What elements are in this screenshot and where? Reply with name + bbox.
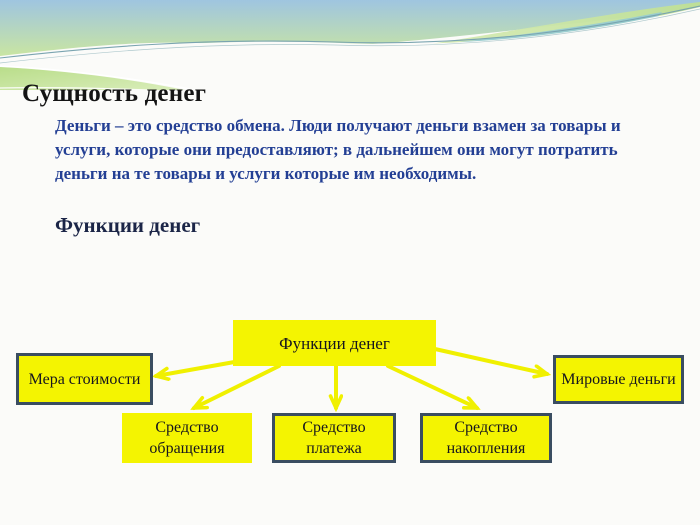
diagram-node-sredstvo-platezha-label: Средство платежа [302,419,366,457]
diagram-node-mirovye-dengi-label: Мировые деньги [561,371,676,388]
diagram-node-root: Функции денег [233,320,436,366]
intro-paragraph: Деньги – это средство обмена. Люди получ… [55,116,621,183]
diagram-node-mirovye-dengi: Мировые деньги [553,355,684,404]
arrow-to-sredstvo-obrashcheniya [194,364,281,410]
diagram-node-mera-stoimosti: Мера стоимости [16,353,153,405]
diagram-node-root-label: Функции денег [279,333,390,353]
subheading: Функции денег [55,213,201,237]
arrow-to-mirovye-dengi [433,347,547,374]
arrow-to-mera-stoimosti [156,359,242,376]
page-title: Сущность денег [22,80,207,107]
diagram-node-sredstvo-nakopleniya-label: Средство накопления [446,419,526,457]
diagram-node-mera-stoimosti-label: Мера стоимости [28,370,141,388]
arrow-to-sredstvo-nakopleniya [386,364,477,410]
diagram-node-sredstvo-platezha: Средство платежа [272,413,396,463]
header-wave-graphic [0,0,700,90]
diagram-node-sredstvo-nakopleniya: Средство накопления [420,413,552,463]
diagram-node-sredstvo-obrashcheniya: Средство обращения [122,413,252,463]
diagram-node-sredstvo-obrashcheniya-label: Средство обращения [149,419,225,457]
